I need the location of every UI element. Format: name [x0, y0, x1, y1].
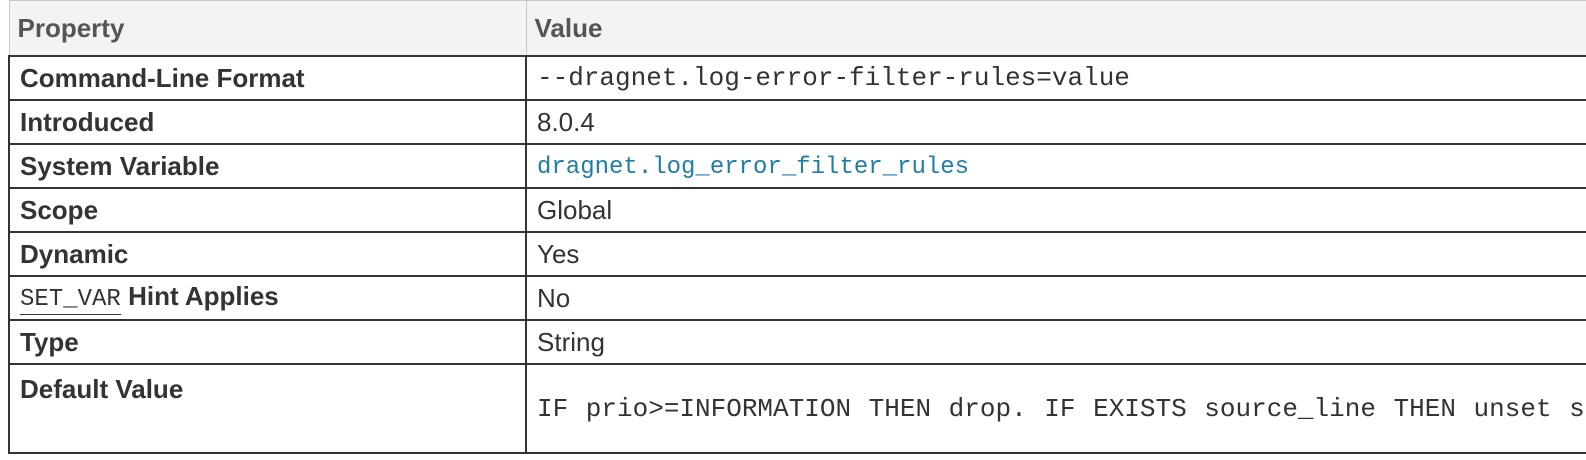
row-value-scope: Global [525, 187, 1586, 233]
table-row: Type String [8, 319, 1586, 365]
row-label-type: Type [8, 319, 527, 365]
row-label-hint-applies: Hint Applies [128, 281, 279, 311]
row-label-scope: Scope [8, 187, 527, 233]
column-header-value: Value [525, 0, 1586, 57]
table-row: Command-Line Format --dragnet.log-error-… [8, 55, 1586, 101]
row-value-default-value: IF prio>=INFORMATION THEN drop. IF EXIST… [525, 363, 1586, 454]
table-row: Scope Global [8, 187, 1586, 233]
row-label-system-variable: System Variable [8, 143, 527, 189]
column-header-property: Property [8, 0, 527, 57]
row-label-dynamic: Dynamic [8, 231, 527, 277]
table-row: Default Value IF prio>=INFORMATION THEN … [8, 363, 1586, 454]
property-table: Property Value Command-Line Format --dra… [8, 0, 1586, 454]
system-variable-link[interactable]: dragnet.log_error_filter_rules [537, 154, 970, 181]
table-row: Dynamic Yes [8, 231, 1586, 277]
row-value-introduced: 8.0.4 [525, 99, 1586, 145]
row-value-hint-applies: No [525, 275, 1586, 321]
table-header-row: Property Value [8, 0, 1586, 57]
row-label-command-line-format: Command-Line Format [8, 55, 527, 101]
row-value-type: String [525, 319, 1586, 365]
row-label-default-value: Default Value [8, 363, 527, 454]
table-row: Introduced 8.0.4 [8, 99, 1586, 145]
row-label-introduced: Introduced [8, 99, 527, 145]
row-value-command-line-format: --dragnet.log-error-filter-rules=value [525, 55, 1586, 101]
table-row: System Variable dragnet.log_error_filter… [8, 143, 1586, 189]
set-var-code-link[interactable]: SET_VAR [20, 286, 121, 315]
table-row: SET_VAR Hint Applies No [8, 275, 1586, 321]
row-label-set-var-hint-cell: SET_VAR Hint Applies [8, 275, 527, 321]
row-value-dynamic: Yes [525, 231, 1586, 277]
row-value-system-variable-cell: dragnet.log_error_filter_rules [525, 143, 1586, 189]
